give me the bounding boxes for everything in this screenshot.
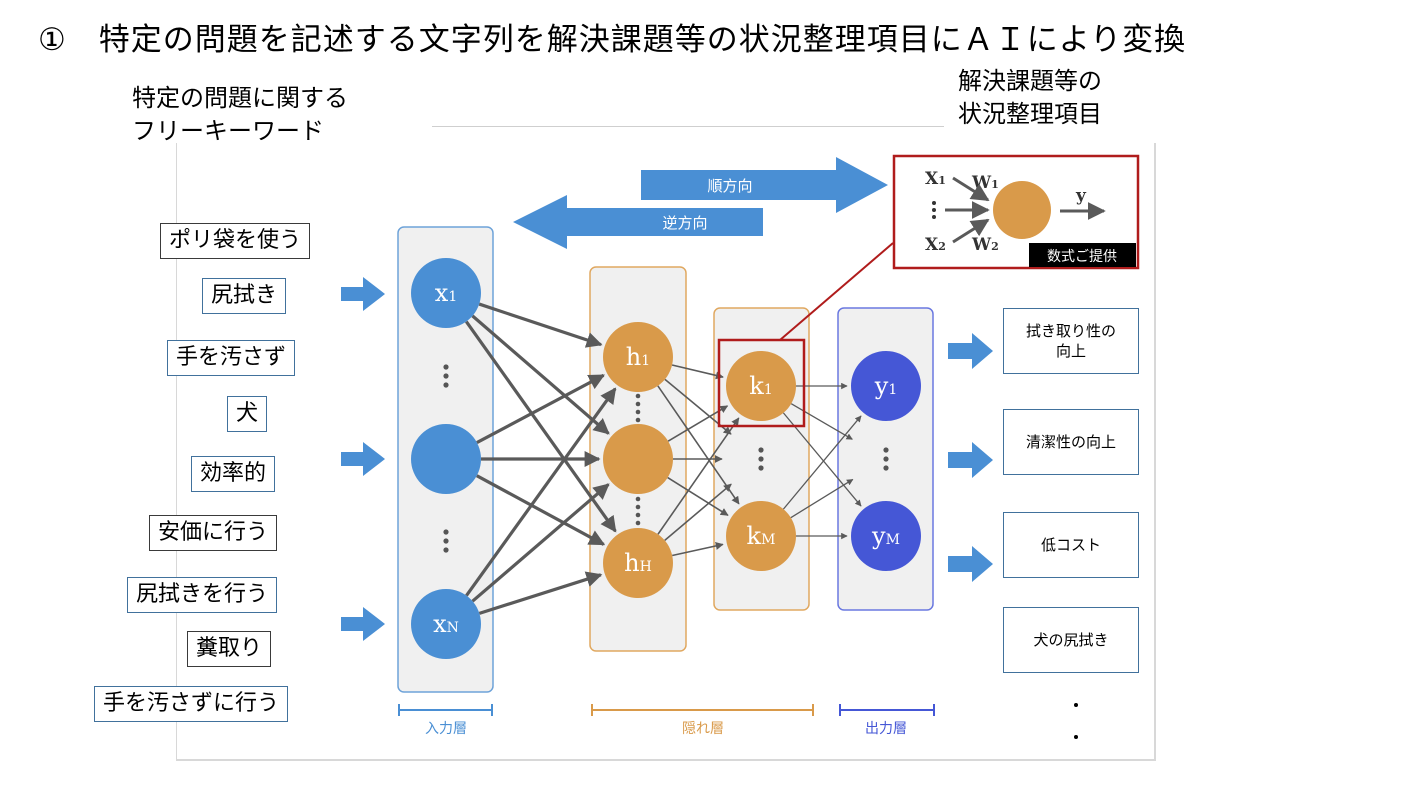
hidden1-node xyxy=(603,528,673,598)
hidden1-node xyxy=(603,424,673,494)
input-arrow xyxy=(341,607,385,641)
keyword-box: 犬 xyxy=(227,396,268,432)
edges-group xyxy=(464,302,862,615)
inset-caption: 数式ご提供 xyxy=(1047,249,1117,265)
hidden2-node xyxy=(726,501,796,571)
input-node xyxy=(411,258,481,328)
output-node-label: y1 xyxy=(874,372,897,400)
diagram-frame xyxy=(176,143,1156,761)
input-node xyxy=(411,424,481,494)
output-item-box: 犬の尻拭き xyxy=(1003,607,1139,673)
hidden-layer-label: 隠れ層 xyxy=(682,721,724,737)
input-arrow xyxy=(341,442,385,476)
layer-brackets xyxy=(398,704,935,716)
inset-x2: X2 xyxy=(925,235,946,255)
output-node-label: yM xyxy=(871,522,900,550)
input-header: 特定の問題に関する フリーキーワード xyxy=(132,84,348,145)
continuation-dot xyxy=(1074,703,1078,707)
keyword-box: 手を汚さず xyxy=(167,340,296,376)
highlight-box xyxy=(717,338,806,428)
output-item-box: 拭き取り性の 向上 xyxy=(1003,308,1139,374)
output-item-box: 清潔性の向上 xyxy=(1003,409,1139,475)
forward-arrow xyxy=(641,157,888,213)
hidden2-node-label: kM xyxy=(747,522,776,550)
input-node-label: x1 xyxy=(435,279,457,307)
inset-w2: W2 xyxy=(971,235,999,255)
divider-line xyxy=(432,126,944,127)
output-header: 解決課題等の 状況整理項目 xyxy=(958,67,1102,128)
inset-y: y xyxy=(1075,186,1087,206)
edge xyxy=(478,302,603,348)
edge xyxy=(672,541,724,557)
edge xyxy=(790,403,853,440)
backward-label: 逆方向 xyxy=(662,214,707,232)
keyword-box: ポリ袋を使う xyxy=(160,223,311,259)
output-arrow xyxy=(948,333,993,369)
input-layer-label: 入力層 xyxy=(425,721,467,737)
edge xyxy=(476,474,606,546)
inset-neuron xyxy=(993,181,1051,239)
input-node-label: xN xyxy=(433,610,459,638)
keyword-box: 効率的 xyxy=(191,456,276,492)
nodes-group: x1 xN h1 hH k1 kM y1 yM xyxy=(411,258,921,659)
keyword-box: 安価に行う xyxy=(149,515,278,551)
edge xyxy=(465,387,617,597)
page-title: ① 特定の問題を記述する文字列を解決課題等の状況整理項目にＡＩにより変換 xyxy=(38,22,1187,58)
continuation-dot xyxy=(1074,735,1078,739)
edge xyxy=(478,571,603,615)
hidden1-node-label: h1 xyxy=(626,343,650,371)
keyword-box: 糞取り xyxy=(187,631,272,667)
keyword-box: 手を汚さずに行う xyxy=(94,686,289,722)
edge xyxy=(471,483,610,603)
edge xyxy=(464,320,617,533)
input-node xyxy=(411,589,481,659)
ellipsis-dots xyxy=(443,364,889,553)
edge xyxy=(471,314,610,435)
edge xyxy=(790,478,854,519)
output-item-box: 低コスト xyxy=(1003,512,1139,578)
edge xyxy=(671,364,724,380)
forward-label: 順方向 xyxy=(707,177,752,195)
output-arrow xyxy=(948,546,993,582)
keyword-box: 尻拭き xyxy=(202,278,287,314)
output-node xyxy=(851,501,921,571)
inset-caption-bg xyxy=(1029,243,1136,267)
hidden2-node-label: k1 xyxy=(749,372,772,400)
edge xyxy=(476,373,605,444)
edge xyxy=(667,476,729,516)
edge xyxy=(782,415,862,510)
backward-arrow xyxy=(513,195,763,249)
hidden2-node xyxy=(726,351,796,421)
edge xyxy=(664,483,732,542)
output-node xyxy=(851,351,921,421)
output-layer-label: 出力層 xyxy=(865,721,907,737)
input-arrow xyxy=(341,277,385,311)
inset-x1: X1 xyxy=(925,169,946,189)
output-arrow xyxy=(948,442,993,478)
hidden1-node-label: hH xyxy=(624,549,652,577)
edge xyxy=(667,405,729,442)
edge xyxy=(782,412,862,507)
edge xyxy=(657,417,740,535)
highlight-connector xyxy=(779,242,894,341)
hidden1-node xyxy=(603,322,673,392)
keyword-box: 尻拭きを行う xyxy=(127,577,278,613)
